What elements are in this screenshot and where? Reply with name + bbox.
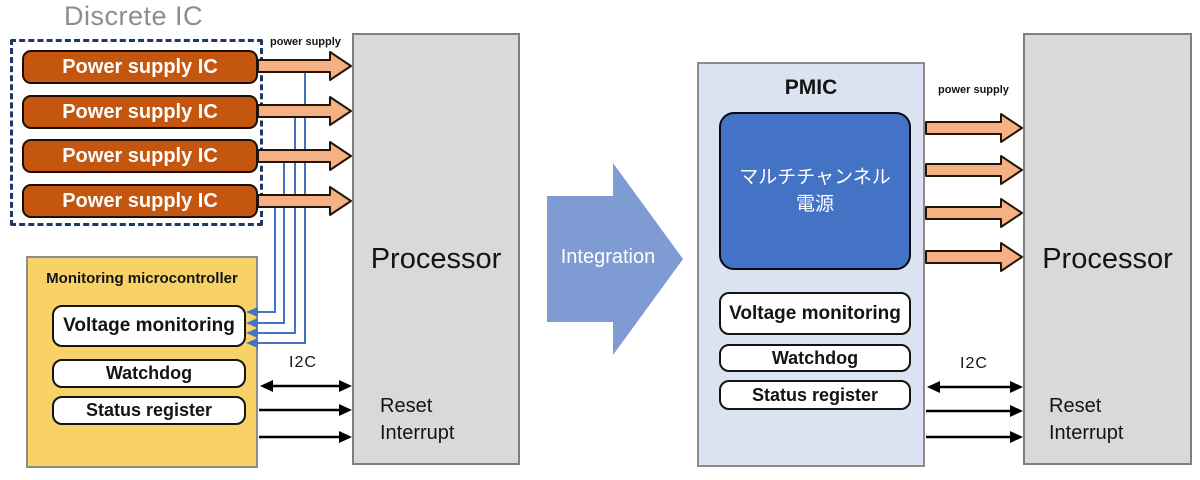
processor-right-signal-labels: Reset Interrupt [1049,393,1123,447]
monitoring-microcontroller-title: Monitoring microcontroller [46,270,238,287]
power-supply-ic-box-4: Power supply IC [22,184,258,218]
i2c-label-left: I2C [289,354,317,371]
i2c-head-left-east [339,380,352,392]
power-arrow-left-2 [257,96,352,126]
mcu-watchdog-block: Watchdog [52,359,246,388]
bus-lines-left [259,384,341,439]
processor-right-interrupt-label: Interrupt [1049,422,1124,444]
processor-left-signal-labels: Reset Interrupt [380,393,454,447]
power-arrow-right-1 [925,113,1023,143]
mcu-voltage-monitoring-block: Voltage monitoring [52,305,246,347]
power-arrows-left [257,51,352,216]
interrupt-head-left [339,431,352,443]
processor-right-title: Processor [1042,243,1173,275]
i2c-head-right-east [1010,381,1023,393]
processor-box-right: Processor Reset Interrupt [1023,33,1192,465]
power-arrows-right [925,113,1023,272]
bus-lines-right [926,385,1012,439]
power-arrow-left-3 [257,141,352,171]
processor-left-title: Processor [370,243,502,275]
i2c-head-left-west [260,380,273,392]
discrete-ic-title: Discrete IC [64,1,204,31]
reset-head-left [339,404,352,416]
bus-arrowheads-left [260,380,352,443]
pmic-status-register-block: Status register [719,380,911,410]
power-supply-ic-box-2: Power supply IC [22,95,258,129]
reset-head-right [1010,405,1023,417]
i2c-head-right-west [927,381,940,393]
mcu-status-register-block: Status register [52,396,246,425]
power-arrow-left-1 [257,51,352,81]
pmic-box: PMIC マルチチャンネル 電源 Voltage monitoring Watc… [697,62,925,467]
power-arrow-right-4 [925,242,1023,272]
power-supply-ic-box-1: Power supply IC [22,50,258,84]
processor-left-reset-label: Reset [380,395,433,417]
voltage-sense-lines [256,66,306,344]
pmic-voltage-monitoring-block: Voltage monitoring [719,292,911,335]
processor-right-reset-label: Reset [1049,395,1102,417]
i2c-label-right: I2C [960,355,988,372]
power-arrow-right-2 [925,155,1023,185]
processor-left-interrupt-label: Interrupt [380,422,455,444]
sense-line-1 [256,66,306,344]
pmic-multichannel-power-block: マルチチャンネル 電源 [719,112,911,270]
pmic-core-label-line1: マルチチャンネル [739,167,891,188]
monitoring-microcontroller-box: Monitoring microcontroller Voltage monit… [26,256,258,468]
power-supply-label-right: power supply [938,84,1009,96]
power-arrow-left-4 [257,186,352,216]
integration-label: Integration [560,246,656,268]
interrupt-head-right [1010,431,1023,443]
power-supply-label-left: power supply [270,36,341,48]
bus-arrowheads-right [927,381,1023,443]
processor-box-left: Processor Reset Interrupt [352,33,520,465]
pmic-watchdog-block: Watchdog [719,344,911,372]
power-supply-ic-box-3: Power supply IC [22,139,258,173]
power-arrow-right-3 [925,198,1023,228]
pmic-core-label-line2: 電源 [795,194,834,215]
pmic-title: PMIC [784,76,838,99]
